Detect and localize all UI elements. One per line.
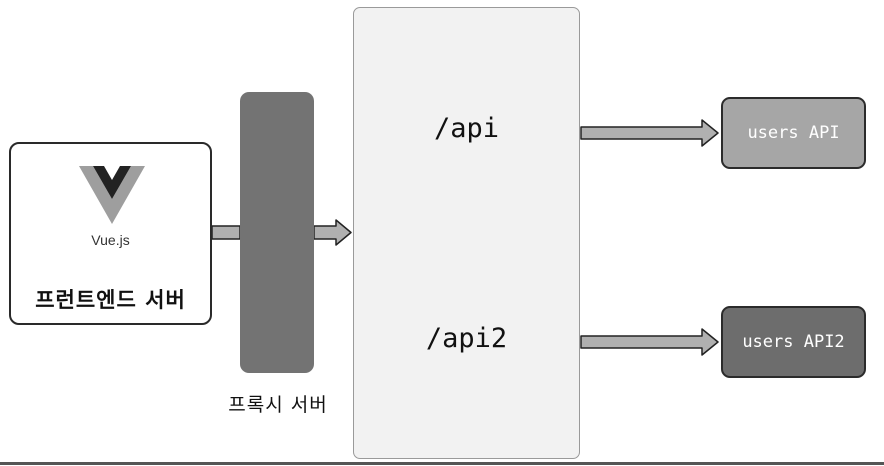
arrow-proxy-to-routes [313,219,352,246]
route-api: /api [433,113,500,144]
users-api-box: users API [721,97,866,169]
users-api2-label: users API2 [742,332,845,352]
arrow-api-to-users-api [580,119,719,147]
vue-logo-icon [79,166,145,224]
frontend-server-label: 프런트엔드 서버 [35,288,186,312]
users-api2-box: users API2 [721,306,866,378]
route-api2: /api2 [425,323,508,354]
vue-logo-text: Vue.js [91,232,130,248]
arrow-frontend-to-proxy [211,225,241,240]
users-api-label: users API [747,123,840,143]
frontend-server-box: Vue.js 프런트엔드 서버 [9,142,212,325]
bottom-divider [0,462,884,465]
proxy-routing-box [353,7,580,459]
proxy-server-bar [240,92,314,373]
proxy-server-label: 프록시 서버 [228,394,328,416]
arrow-api2-to-users-api2 [580,328,719,356]
